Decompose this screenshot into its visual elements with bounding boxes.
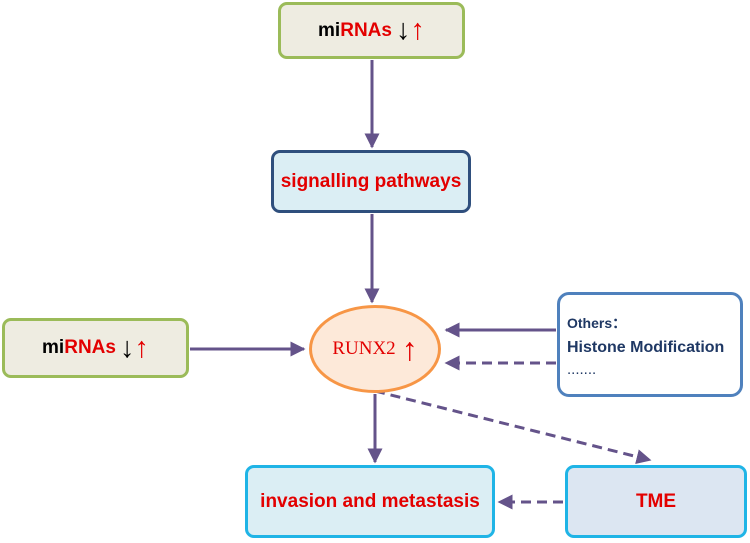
arrow-runx2-to-tme-dashed [374,389,652,464]
up-arrow-icon: ↑ [134,331,149,364]
invasion-metastasis-label: invasion and metastasis [260,490,480,512]
others-ellipsis: ....... [567,361,597,378]
mirnas-left-prefix: mi [42,337,65,358]
others-heading: Others： [567,315,627,331]
mirnas-top-prefix: mi [318,19,341,41]
signalling-pathways-box: signalling pathways [271,150,471,213]
down-arrow-icon: ↓ [119,331,135,364]
tme-box: TME [565,465,747,538]
signalling-pathways-label: signalling pathways [280,170,462,192]
runx2-label: RUNX2 [332,338,396,359]
mirnas-top-suffix: RNAs [340,19,392,41]
runx2-node: RUNX2↑ [309,305,441,393]
tme-label: TME [635,490,677,512]
down-arrow-icon: ↓ [395,14,411,46]
mirnas-left-suffix: RNAs [64,337,116,358]
others-box: Others： Histone Modification ....... [557,292,743,397]
invasion-metastasis-box: invasion and metastasis [245,465,495,538]
up-arrow-icon: ↑ [410,14,425,46]
histone-modification-label: Histone Modification [567,339,725,356]
up-arrow-icon: ↑ [401,331,418,367]
